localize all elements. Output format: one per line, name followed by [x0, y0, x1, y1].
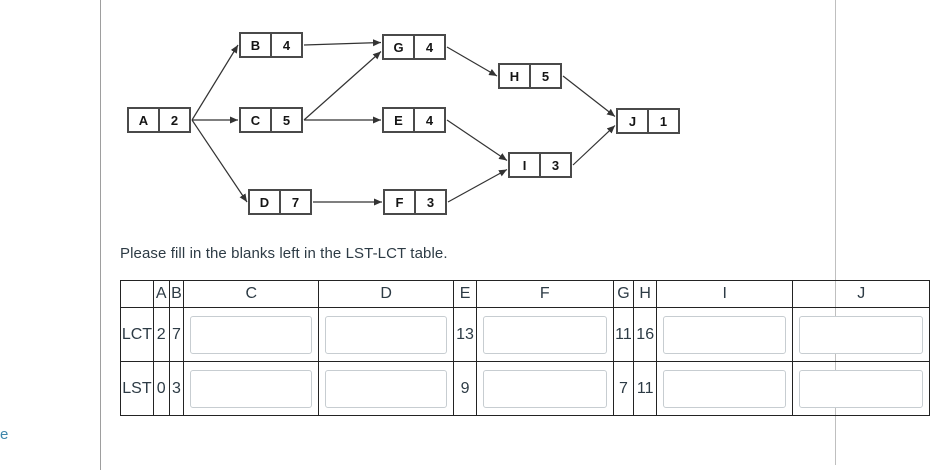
column-header-B: B: [168, 280, 185, 308]
value-cell-LST-H: 11: [633, 361, 658, 416]
column-header-I: I: [656, 280, 794, 308]
edge-A-D: [191, 119, 248, 203]
value-cell-LCT-E: 13: [453, 307, 477, 362]
edge-F-I: [447, 168, 508, 203]
cell-LST-F: [475, 361, 614, 416]
node-I-label: I: [510, 154, 541, 176]
edge-H-J: [562, 75, 616, 117]
column-header-E: E: [453, 280, 477, 308]
edge-G-H: [446, 46, 498, 77]
node-D-label: D: [250, 191, 281, 213]
edge-B-G: [303, 39, 382, 47]
table-corner-cell: [120, 280, 154, 308]
node-B-duration: 4: [282, 37, 291, 53]
cut-off-link-text[interactable]: e: [0, 426, 9, 443]
edge-C-G: [303, 51, 382, 121]
answer-input-LST-I[interactable]: [663, 369, 787, 408]
column-header-D: D: [318, 280, 455, 308]
node-J-label: J: [618, 110, 649, 132]
column-header-G: G: [612, 280, 635, 308]
edge-E-I: [446, 119, 508, 161]
value-cell-LCT-G: 11: [612, 307, 635, 362]
edge-I-J: [572, 125, 616, 166]
column-header-A: A: [152, 280, 170, 308]
value-cell-LCT-A: 2: [152, 307, 170, 362]
answer-input-LST-D[interactable]: [325, 369, 448, 408]
answer-input-LCT-C[interactable]: [190, 315, 313, 354]
node-H-label: H: [500, 65, 531, 87]
answer-input-LCT-D[interactable]: [325, 315, 448, 354]
node-B-label: B: [241, 34, 272, 56]
answer-input-LCT-F[interactable]: [482, 315, 607, 354]
node-H-duration: 5: [541, 68, 550, 84]
content-left-border: [100, 0, 101, 470]
edge-A-B: [191, 44, 239, 121]
value-cell-LCT-B: 7: [168, 307, 185, 362]
answer-input-LCT-I[interactable]: [663, 315, 787, 354]
answer-input-LST-C[interactable]: [190, 369, 313, 408]
node-F-label: F: [385, 191, 416, 213]
node-G-label: G: [384, 36, 415, 58]
value-cell-LST-E: 9: [453, 361, 477, 416]
content-right-border: [835, 0, 836, 465]
column-header-H: H: [633, 280, 658, 308]
column-header-F: F: [475, 280, 614, 308]
column-header-C: C: [183, 280, 320, 308]
answer-input-LST-F[interactable]: [482, 369, 607, 408]
cell-LCT-D: [318, 307, 455, 362]
value-cell-LCT-H: 16: [633, 307, 658, 362]
cell-LST-C: [183, 361, 320, 416]
column-header-J: J: [792, 280, 930, 308]
answer-input-LCT-J[interactable]: [799, 315, 923, 354]
node-A-duration: 2: [170, 112, 179, 128]
diagram-arrows: [191, 39, 616, 206]
node-C-label: C: [241, 109, 272, 131]
node-C-duration: 5: [282, 112, 291, 128]
node-D-duration: 7: [291, 194, 300, 210]
node-I-duration: 3: [551, 157, 560, 173]
node-A-label: A: [129, 109, 160, 131]
cell-LST-I: [656, 361, 794, 416]
row-label-LST: LST: [120, 361, 154, 416]
node-F-duration: 3: [426, 194, 435, 210]
answer-input-LST-J[interactable]: [799, 369, 923, 408]
node-G-duration: 4: [425, 39, 434, 55]
cell-LCT-I: [656, 307, 794, 362]
question-text: Please fill in the blanks left in the LS…: [120, 245, 448, 262]
cell-LCT-J: [792, 307, 930, 362]
value-cell-LST-A: 0: [152, 361, 170, 416]
row-label-LCT: LCT: [120, 307, 154, 362]
cell-LCT-F: [475, 307, 614, 362]
node-E-duration: 4: [425, 112, 434, 128]
cell-LST-J: [792, 361, 930, 416]
node-J-duration: 1: [659, 113, 668, 129]
value-cell-LST-G: 7: [612, 361, 635, 416]
node-E-label: E: [384, 109, 415, 131]
value-cell-LST-B: 3: [168, 361, 185, 416]
cell-LCT-C: [183, 307, 320, 362]
cell-LST-D: [318, 361, 455, 416]
